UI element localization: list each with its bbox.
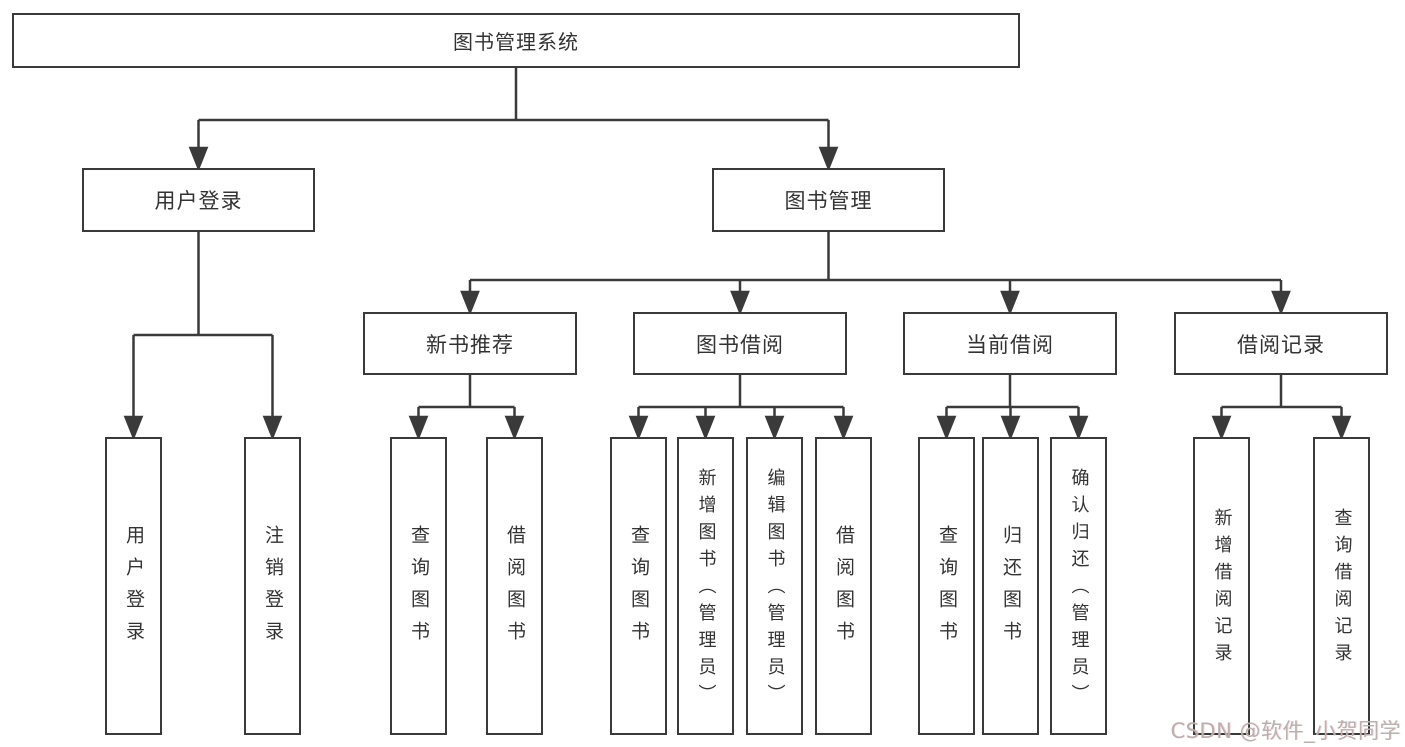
node-user-login: 用户登录 [82, 168, 315, 232]
node-new-book-recommend: 新书推荐 [363, 312, 577, 375]
leaf-logout: 注销登录 [244, 437, 301, 735]
leaf-edit-books-admin: 编辑图书（管理员） [746, 437, 803, 735]
leaf-return-books: 归还图书 [982, 437, 1039, 735]
node-book-management: 图书管理 [712, 168, 945, 232]
node-borrow-records: 借阅记录 [1174, 312, 1388, 375]
csdn-watermark: CSDN @软件_小贺同学 [1170, 719, 1401, 743]
leaf-query-borrow-record: 查询借阅记录 [1313, 437, 1370, 735]
leaf-query-books: 查询图书 [610, 437, 667, 735]
leaf-query-books-recommend: 查询图书 [390, 437, 447, 735]
leaf-borrow-books-recommend: 借阅图书 [486, 437, 543, 735]
node-current-borrow: 当前借阅 [903, 312, 1117, 375]
leaf-borrow-books: 借阅图书 [815, 437, 872, 735]
node-root: 图书管理系统 [12, 13, 1020, 68]
leaf-query-books-current: 查询图书 [918, 437, 975, 735]
leaf-add-borrow-record: 新增借阅记录 [1193, 437, 1250, 735]
leaf-confirm-return-admin: 确认归还（管理员） [1050, 437, 1107, 735]
leaf-add-books-admin: 新增图书（管理员） [677, 437, 734, 735]
node-book-borrow: 图书借阅 [633, 312, 847, 375]
leaf-user-login: 用户登录 [105, 437, 162, 735]
